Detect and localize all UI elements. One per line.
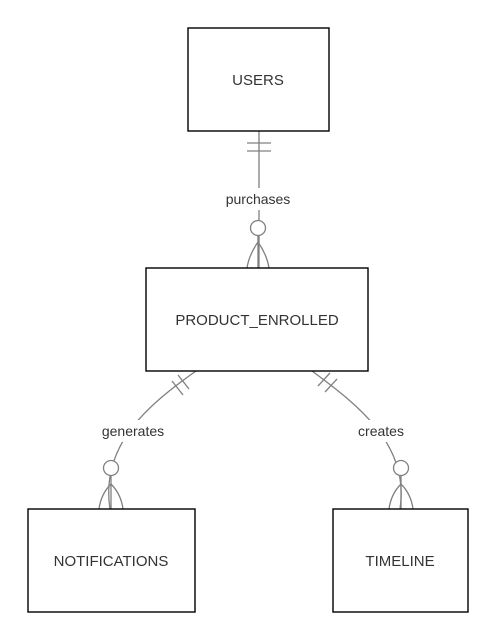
zero-or-many-marker-timeline bbox=[388, 459, 414, 510]
purchases-label: purchases bbox=[226, 191, 291, 207]
relationship-purchases: purchases bbox=[215, 131, 303, 269]
entity-product-enrolled[interactable]: PRODUCT_ENROLLED bbox=[145, 267, 369, 372]
entity-notifications-label: NOTIFICATIONS bbox=[54, 553, 169, 570]
zero-or-many-marker-notifications bbox=[98, 459, 124, 510]
entity-timeline-box[interactable] bbox=[332, 508, 469, 613]
entity-timeline-label: TIMELINE bbox=[365, 553, 434, 570]
creates-label: creates bbox=[358, 423, 404, 439]
exactly-one-marker-generates-source bbox=[171, 374, 190, 396]
entity-product-enrolled-box[interactable] bbox=[145, 267, 369, 372]
purchases-label-background bbox=[215, 188, 303, 210]
exactly-one-marker-creates-source bbox=[317, 372, 338, 393]
entity-users[interactable]: USERS bbox=[187, 27, 330, 132]
entity-timeline[interactable]: TIMELINE bbox=[332, 508, 469, 613]
zero-or-many-marker-product-enrolled bbox=[246, 219, 270, 269]
generates-label: generates bbox=[102, 423, 164, 439]
entity-users-label: USERS bbox=[232, 72, 284, 89]
generates-label-background bbox=[91, 420, 177, 442]
entity-notifications[interactable]: NOTIFICATIONS bbox=[27, 508, 196, 613]
relationship-creates: creates bbox=[311, 370, 414, 510]
creates-label-background bbox=[348, 420, 414, 442]
exactly-one-marker-users bbox=[247, 142, 271, 152]
entity-product-enrolled-label: PRODUCT_ENROLLED bbox=[175, 312, 339, 329]
relationship-generates: generates bbox=[91, 370, 197, 510]
entity-users-box[interactable] bbox=[187, 27, 330, 132]
entity-notifications-box[interactable] bbox=[27, 508, 196, 613]
